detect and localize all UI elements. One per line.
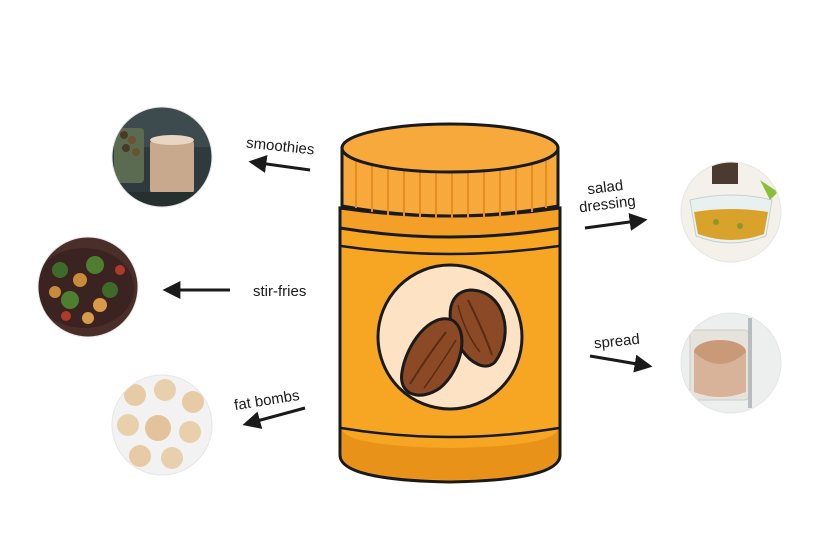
spread-photo (681, 313, 781, 413)
arrow-salad-dressing (584, 213, 648, 231)
arrow-spread (589, 354, 653, 373)
almond-front (400, 317, 464, 397)
salad-dressing-photo (681, 162, 781, 262)
stir-fries-photo-frame (37, 236, 139, 338)
arrow-smoothies (248, 155, 311, 173)
almond-back (448, 288, 507, 368)
arrows (162, 155, 653, 429)
stir-fries-photo (38, 237, 138, 337)
jar-lid-top (340, 122, 560, 174)
label-salad-dressing: salad dressing (576, 177, 636, 217)
almond-icon (400, 288, 507, 397)
fat-bombs-photo-frame (111, 374, 213, 476)
jar-label-top-line (340, 244, 560, 256)
salad-dressing-photo-frame (680, 161, 782, 263)
almond-butter-jar-icon (338, 122, 562, 484)
label-stir-fries: stir-fries (253, 283, 307, 300)
spread-photo-frame (680, 312, 782, 414)
jar-bottom-band (342, 428, 558, 480)
arrow-fat-bombs (242, 406, 306, 429)
smoothies-photo-frame (111, 106, 213, 208)
fat-bombs-photo (112, 375, 212, 475)
jar-label-bottom-line (340, 426, 560, 439)
jar-lid-ridges (355, 160, 547, 219)
